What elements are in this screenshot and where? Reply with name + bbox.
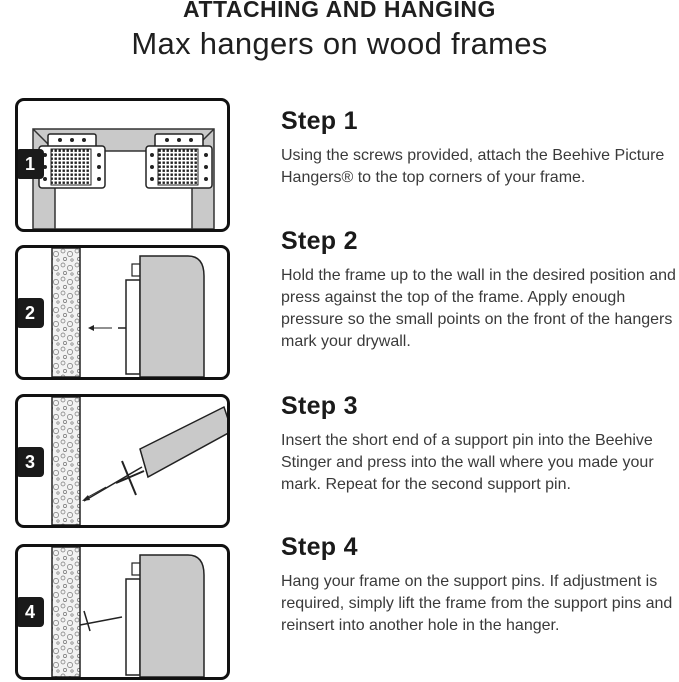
step-3-badge: 3 — [18, 447, 44, 477]
frame-hung-drawing — [51, 547, 205, 677]
frame-against-wall-drawing — [51, 248, 205, 377]
stinger-into-wall-drawing — [51, 397, 227, 525]
step-4-block: Step 4 Hang your frame on the support pi… — [281, 533, 676, 637]
step-2-title: Step 2 — [281, 227, 358, 255]
page-subtitle: Max hangers on wood frames — [131, 26, 548, 61]
step-2-block: Step 2 Hold the frame up to the wall in … — [281, 227, 676, 353]
step-1-illustration: 1 — [15, 98, 230, 232]
step-3-title: Step 3 — [281, 392, 358, 420]
step-2-badge: 2 — [18, 298, 44, 328]
step-4-illustration: 4 — [15, 544, 230, 680]
step-4-title: Step 4 — [281, 533, 358, 561]
step-3-illustration: 3 — [15, 394, 230, 528]
step-1-text: Using the screws provided, attach the Be… — [281, 147, 665, 186]
step-3-text: Insert the short end of a support pin in… — [281, 432, 654, 493]
step-1-title: Step 1 — [281, 107, 358, 135]
step-2-text: Hold the frame up to the wall in the des… — [281, 267, 676, 350]
frame-with-hangers-drawing — [32, 128, 215, 229]
step-4-badge: 4 — [18, 597, 44, 627]
page-title: ATTACHING AND HANGING — [183, 0, 496, 22]
step-3-block: Step 3 Insert the short end of a support… — [281, 392, 676, 496]
step-2-illustration: 2 — [15, 245, 230, 380]
step-1-block: Step 1 Using the screws provided, attach… — [281, 107, 676, 189]
step-4-text: Hang your frame on the support pins. If … — [281, 573, 673, 634]
right-hanger-icon — [145, 133, 213, 189]
step-1-badge: 1 — [18, 149, 44, 179]
left-hanger-icon — [38, 133, 106, 189]
